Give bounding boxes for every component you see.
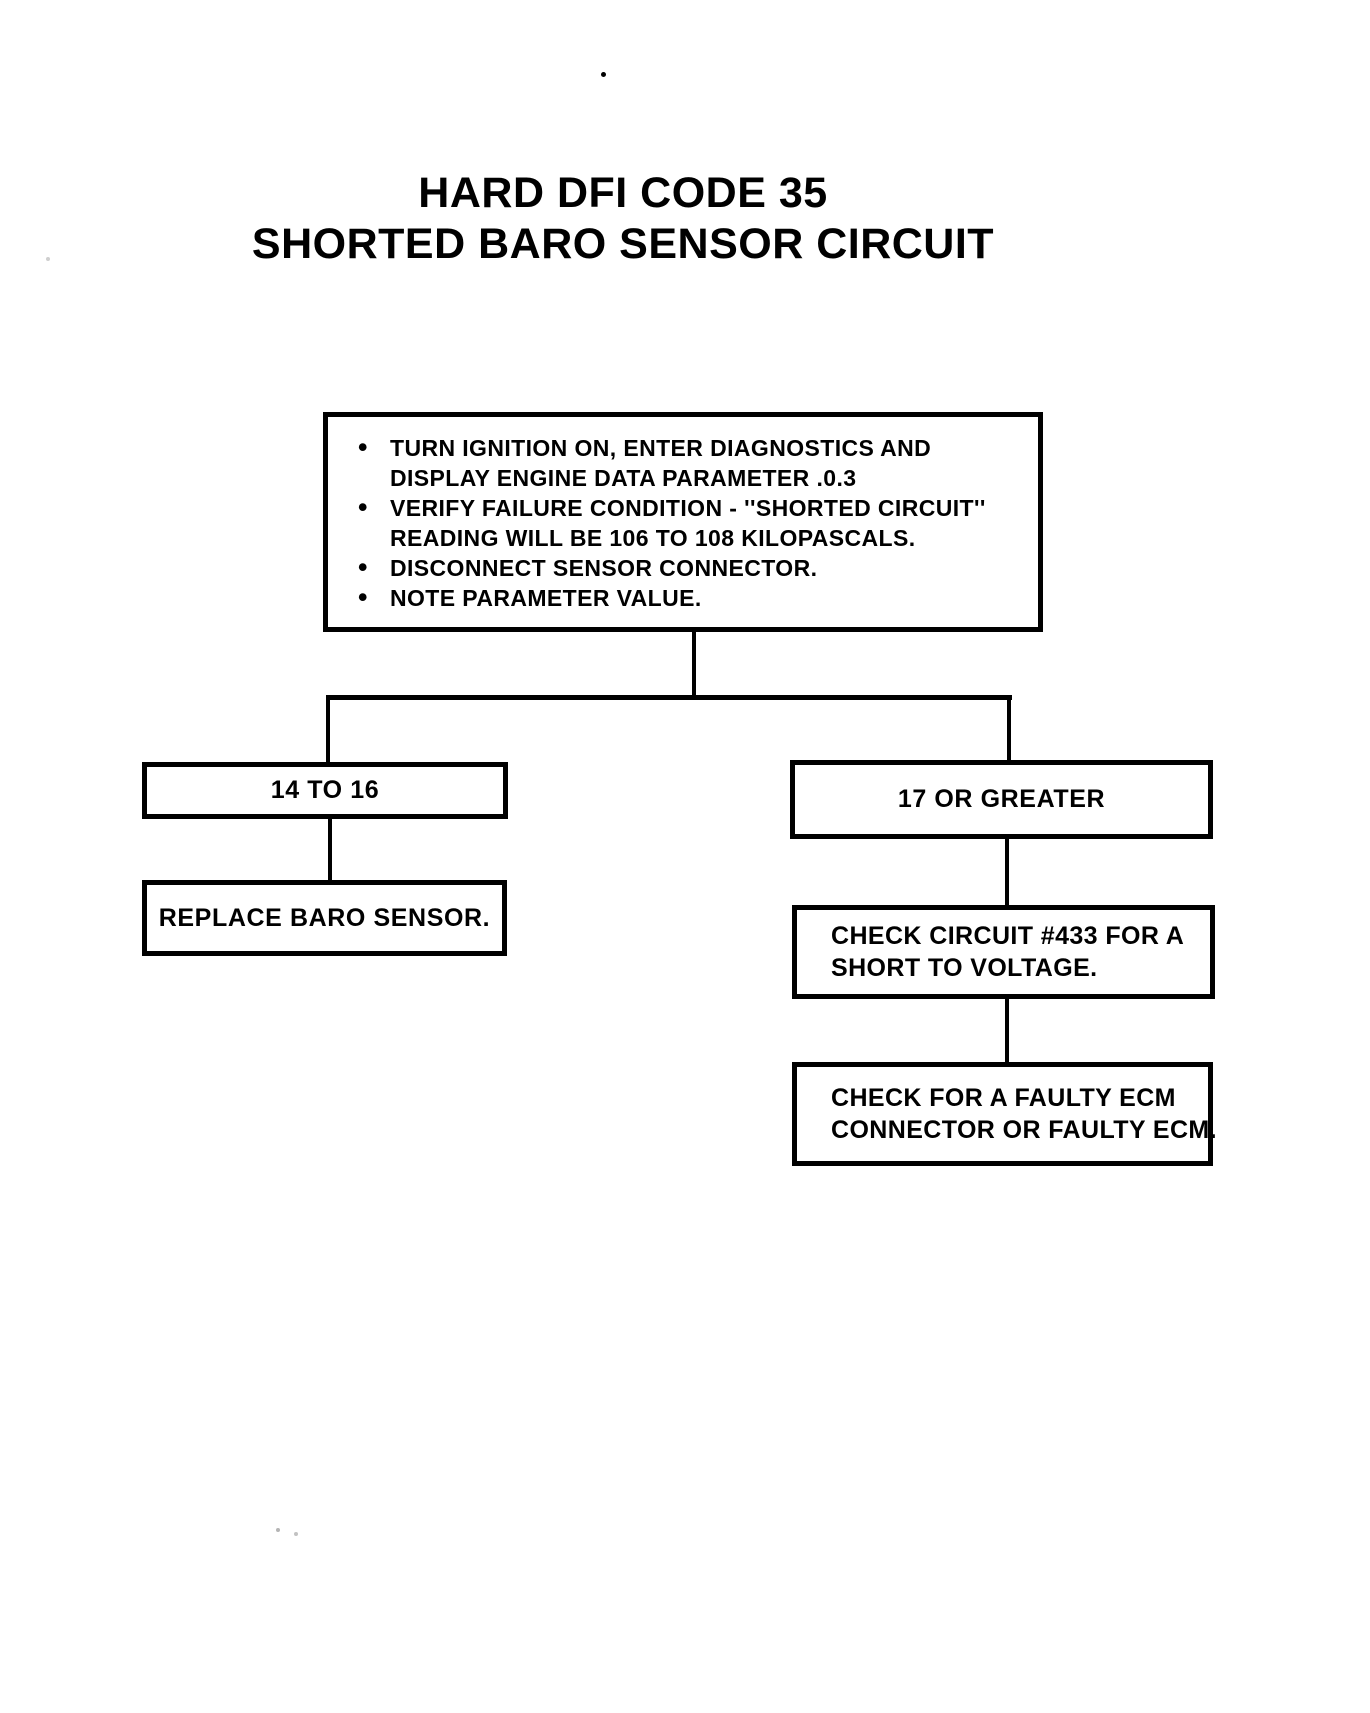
instruction-text: READING WILL BE 106 TO 108 KILOPASCALS.	[390, 525, 916, 551]
action-line2: CONNECTOR OR FAULTY ECM.	[831, 1116, 1218, 1144]
condition-box-14-to-16: 14 TO 16	[142, 762, 508, 819]
connector-right-step1-down	[1005, 836, 1009, 907]
flowchart-start-box: • TURN IGNITION ON, ENTER DIAGNOSTICS AN…	[323, 412, 1043, 632]
photocopy-speck	[601, 72, 606, 77]
instruction-text: TURN IGNITION ON, ENTER DIAGNOSTICS AND	[390, 435, 932, 461]
bullet-icon: •	[358, 492, 368, 522]
instruction-line: DISPLAY ENGINE DATA PARAMETER .0.3	[328, 463, 1038, 493]
instruction-text: DISCONNECT SENSOR CONNECTOR.	[390, 555, 818, 581]
instruction-line: • TURN IGNITION ON, ENTER DIAGNOSTICS AN…	[328, 432, 1038, 463]
connector-left-action-down	[328, 816, 332, 882]
connector-right-step2-down	[1005, 996, 1009, 1064]
condition-box-17-or-greater: 17 OR GREATER	[790, 760, 1213, 839]
instruction-text: VERIFY FAILURE CONDITION - ''SHORTED CIR…	[390, 495, 986, 521]
action-line2: SHORT TO VOLTAGE.	[831, 954, 1098, 982]
instruction-text: DISPLAY ENGINE DATA PARAMETER .0.3	[390, 465, 857, 491]
photocopy-speck	[294, 1532, 298, 1536]
action-label: REPLACE BARO SENSOR.	[158, 903, 491, 932]
page-title-line1: HARD DFI CODE 35	[418, 169, 828, 217]
action-line1: CHECK FOR A FAULTY ECM	[831, 1084, 1176, 1112]
instruction-line: READING WILL BE 106 TO 108 KILOPASCALS.	[328, 523, 1038, 553]
bullet-icon: •	[358, 552, 368, 582]
photocopy-speck	[276, 1528, 280, 1532]
condition-label: 14 TO 16	[270, 776, 380, 804]
instruction-line: • DISCONNECT SENSOR CONNECTOR.	[328, 552, 1038, 583]
instruction-list: • TURN IGNITION ON, ENTER DIAGNOSTICS AN…	[328, 417, 1038, 613]
instruction-line: • NOTE PARAMETER VALUE.	[328, 582, 1038, 613]
page-title: HARD DFI CODE 35 SHORTED BARO SENSOR CIR…	[113, 168, 1133, 270]
action-line1: CHECK CIRCUIT #433 FOR A	[831, 922, 1185, 950]
connector-start-down	[692, 630, 696, 698]
bullet-icon: •	[358, 582, 368, 612]
action-box-replace-baro-sensor: REPLACE BARO SENSOR.	[142, 880, 507, 956]
connector-right-branch-down	[1007, 699, 1011, 761]
connector-left-branch-down	[326, 699, 330, 763]
page-title-line2: SHORTED BARO SENSOR CIRCUIT	[251, 220, 995, 268]
action-box-check-circuit-433: CHECK CIRCUIT #433 FOR A SHORT TO VOLTAG…	[792, 905, 1215, 999]
condition-label: 17 OR GREATER	[897, 785, 1106, 813]
instruction-text: NOTE PARAMETER VALUE.	[390, 585, 702, 611]
bullet-icon: •	[358, 432, 368, 462]
action-box-check-faulty-ecm: CHECK FOR A FAULTY ECM CONNECTOR OR FAUL…	[792, 1062, 1218, 1166]
connector-branch-horizontal	[326, 695, 1012, 700]
photocopy-speck	[46, 257, 50, 261]
instruction-line: • VERIFY FAILURE CONDITION - ''SHORTED C…	[328, 492, 1038, 523]
